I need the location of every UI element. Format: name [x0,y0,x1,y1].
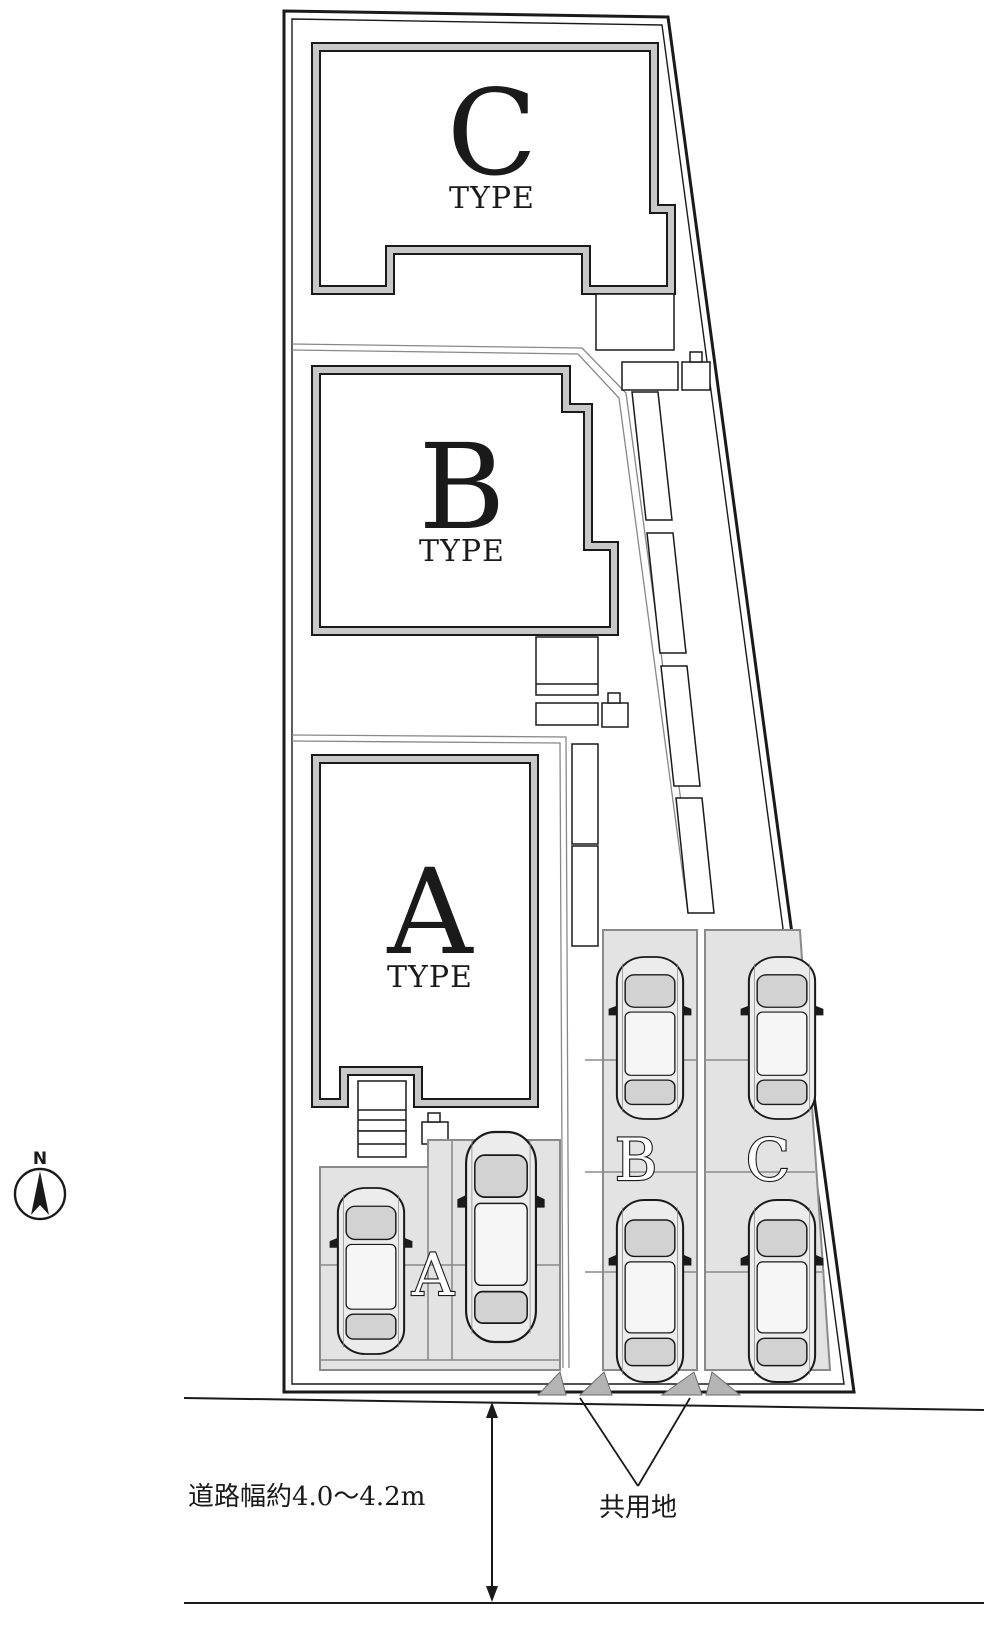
site-boundary [282,9,856,1394]
house-b-entry [535,636,629,728]
shared-land-wedges [536,1371,742,1396]
house-c-letter: C [447,64,537,202]
house-a-footprint [311,754,539,1108]
shared-land-label: 共用地 [599,1493,677,1523]
lot-dividers [291,343,697,1369]
house-a-type-label: TYPE [387,960,473,995]
north-arrow-icon: N [13,1149,67,1221]
house-c-footprint [311,42,676,295]
north-label: N [33,1149,47,1169]
house-c-entry [595,293,711,391]
walkway-slabs [571,391,715,947]
parking-label-c: C [746,1126,790,1194]
parking-label-b: B [615,1126,658,1194]
house-b-footprint [311,365,619,636]
parking-label-a: A [411,1241,455,1309]
road-width-arrow [486,1402,498,1602]
house-b-letter: B [419,418,506,556]
house-b-type-label: TYPE [419,534,505,569]
shared-land-pointer [579,1397,691,1487]
road-width-label: 道路幅約4.0〜4.2m [188,1482,425,1512]
house-a-letter: A [386,843,474,981]
house-a-entry [357,1080,449,1158]
house-c-type-label: TYPE [449,181,535,216]
